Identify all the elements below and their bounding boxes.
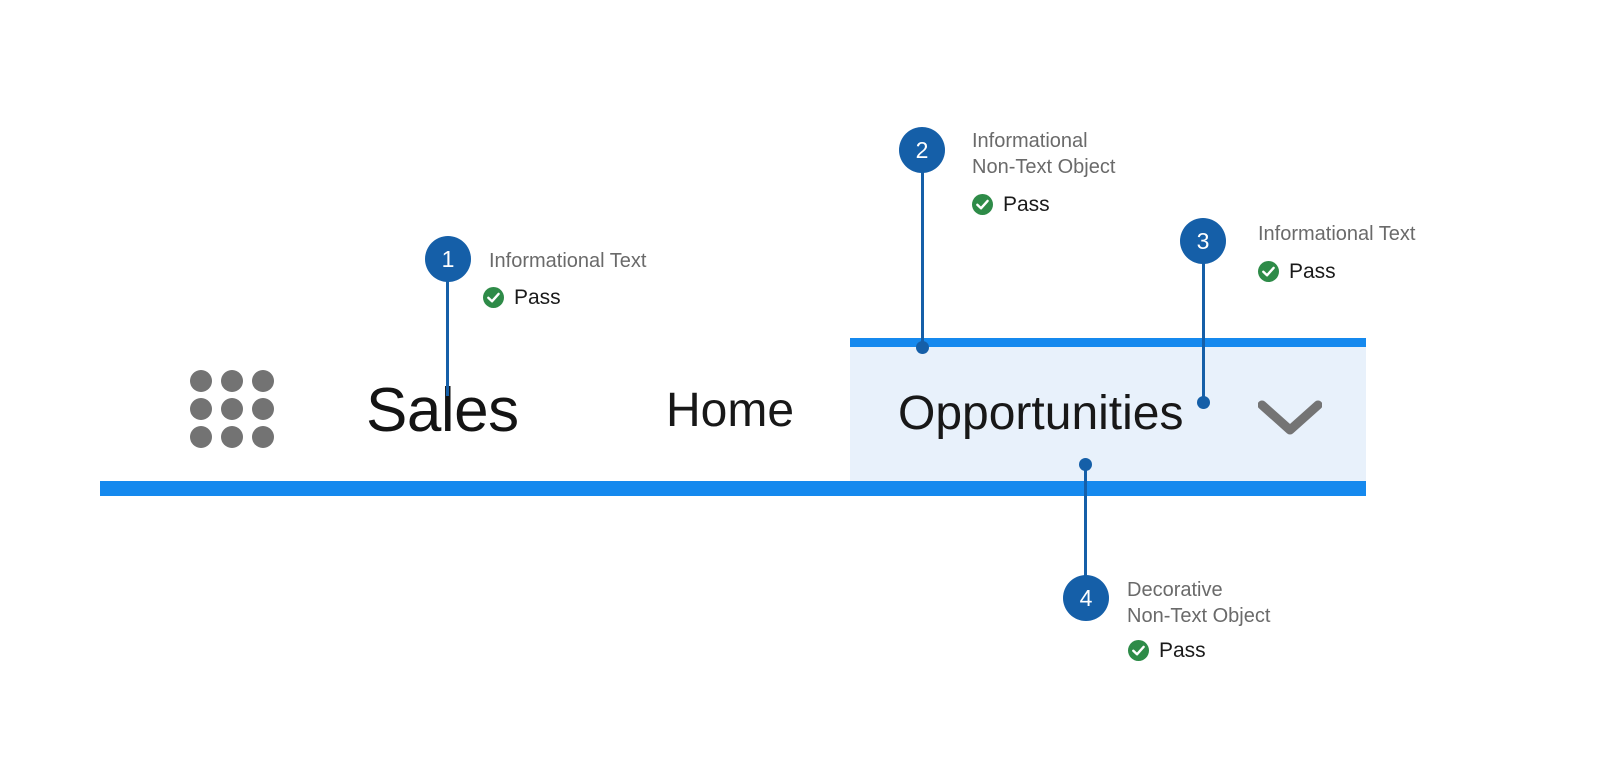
check-circle-icon [483, 287, 504, 308]
nav-tab-home[interactable]: Home [666, 384, 795, 437]
leader-line-1 [446, 280, 449, 396]
annotation-marker-3: 3 [1180, 218, 1226, 264]
annotation-marker-2: 2 [899, 127, 945, 173]
leader-line-4 [1084, 466, 1087, 584]
leader-endpoint-dot-4 [1079, 458, 1092, 471]
check-circle-icon [1258, 261, 1279, 282]
annotation-result-text-2: Pass [1003, 193, 1050, 216]
chevron-down-icon[interactable] [1258, 399, 1322, 437]
annotation-marker-4: 4 [1063, 575, 1109, 621]
annotation-result-1: Pass [483, 287, 561, 308]
annotation-label-3: Informational Text [1258, 223, 1416, 245]
check-circle-icon [1128, 640, 1149, 661]
nav-tab-opportunities-label: Opportunities [898, 387, 1184, 440]
annotation-label-1: Informational Text [489, 250, 647, 272]
annotation-marker-1: 1 [425, 236, 471, 282]
app-name-label: Sales [366, 376, 519, 445]
nav-tab-opportunities[interactable]: Opportunities [850, 338, 1366, 481]
check-circle-icon [972, 194, 993, 215]
annotation-result-2: Pass [972, 194, 1050, 215]
annotation-result-text-3: Pass [1289, 260, 1336, 283]
leader-line-2 [921, 170, 924, 350]
leader-endpoint-dot-2 [916, 341, 929, 354]
navbar-bottom-brand-bar [100, 481, 1366, 496]
annotation-result-3: Pass [1258, 261, 1336, 282]
annotation-result-text-1: Pass [514, 286, 561, 309]
annotation-result-4: Pass [1128, 640, 1206, 661]
annotation-result-text-4: Pass [1159, 639, 1206, 662]
annotation-label-2: Informational Non-Text Object [972, 130, 1116, 178]
leader-endpoint-dot-3 [1197, 396, 1210, 409]
app-launcher-waffle-icon[interactable] [190, 370, 274, 448]
app-navigation-bar: Sales Home Opportunities [100, 338, 1366, 496]
leader-line-3 [1202, 260, 1205, 406]
annotation-label-4: Decorative Non-Text Object [1127, 579, 1271, 627]
